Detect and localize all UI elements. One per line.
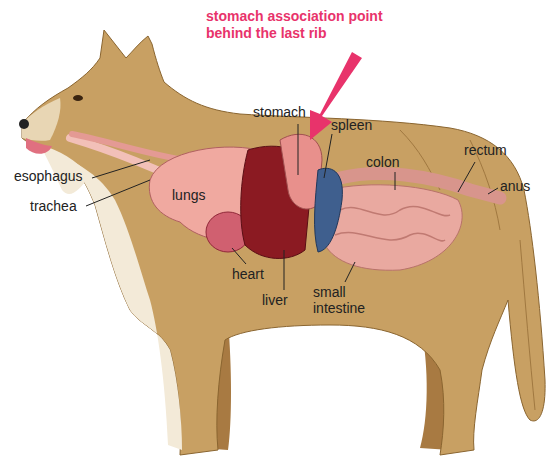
leader-lines xyxy=(232,248,246,264)
part-label: rectum xyxy=(464,142,507,158)
part-label: anus xyxy=(500,178,530,194)
dog-body xyxy=(26,138,52,154)
callout-note: stomach association point behind the las… xyxy=(206,8,388,42)
leader-lines xyxy=(92,160,150,178)
dog-body xyxy=(22,98,61,141)
dog-body xyxy=(22,30,545,455)
dog-body xyxy=(73,95,83,101)
part-label: lungs xyxy=(172,187,205,203)
leader-lines xyxy=(488,188,498,194)
part-label: trachea xyxy=(30,198,77,214)
leader-lines xyxy=(86,180,150,206)
leader-lines xyxy=(345,262,355,282)
part-label: small intestine xyxy=(313,284,383,316)
organs xyxy=(315,168,343,252)
dog-body xyxy=(19,119,29,129)
leader-lines xyxy=(458,162,475,192)
dog-body xyxy=(19,30,545,455)
leader-lines xyxy=(395,172,396,190)
leader-lines xyxy=(86,124,498,290)
organs xyxy=(335,206,450,241)
organs xyxy=(325,185,462,270)
part-label: colon xyxy=(366,154,399,170)
part-label: esophagus xyxy=(14,168,83,184)
leader-lines xyxy=(324,134,332,178)
part-label: heart xyxy=(232,266,264,282)
part-label: liver xyxy=(262,292,288,308)
organs xyxy=(70,134,500,270)
part-label: spleen xyxy=(331,117,372,133)
leader-lines xyxy=(298,124,299,175)
part-label: stomach xyxy=(253,104,306,120)
leader-lines xyxy=(284,250,285,290)
